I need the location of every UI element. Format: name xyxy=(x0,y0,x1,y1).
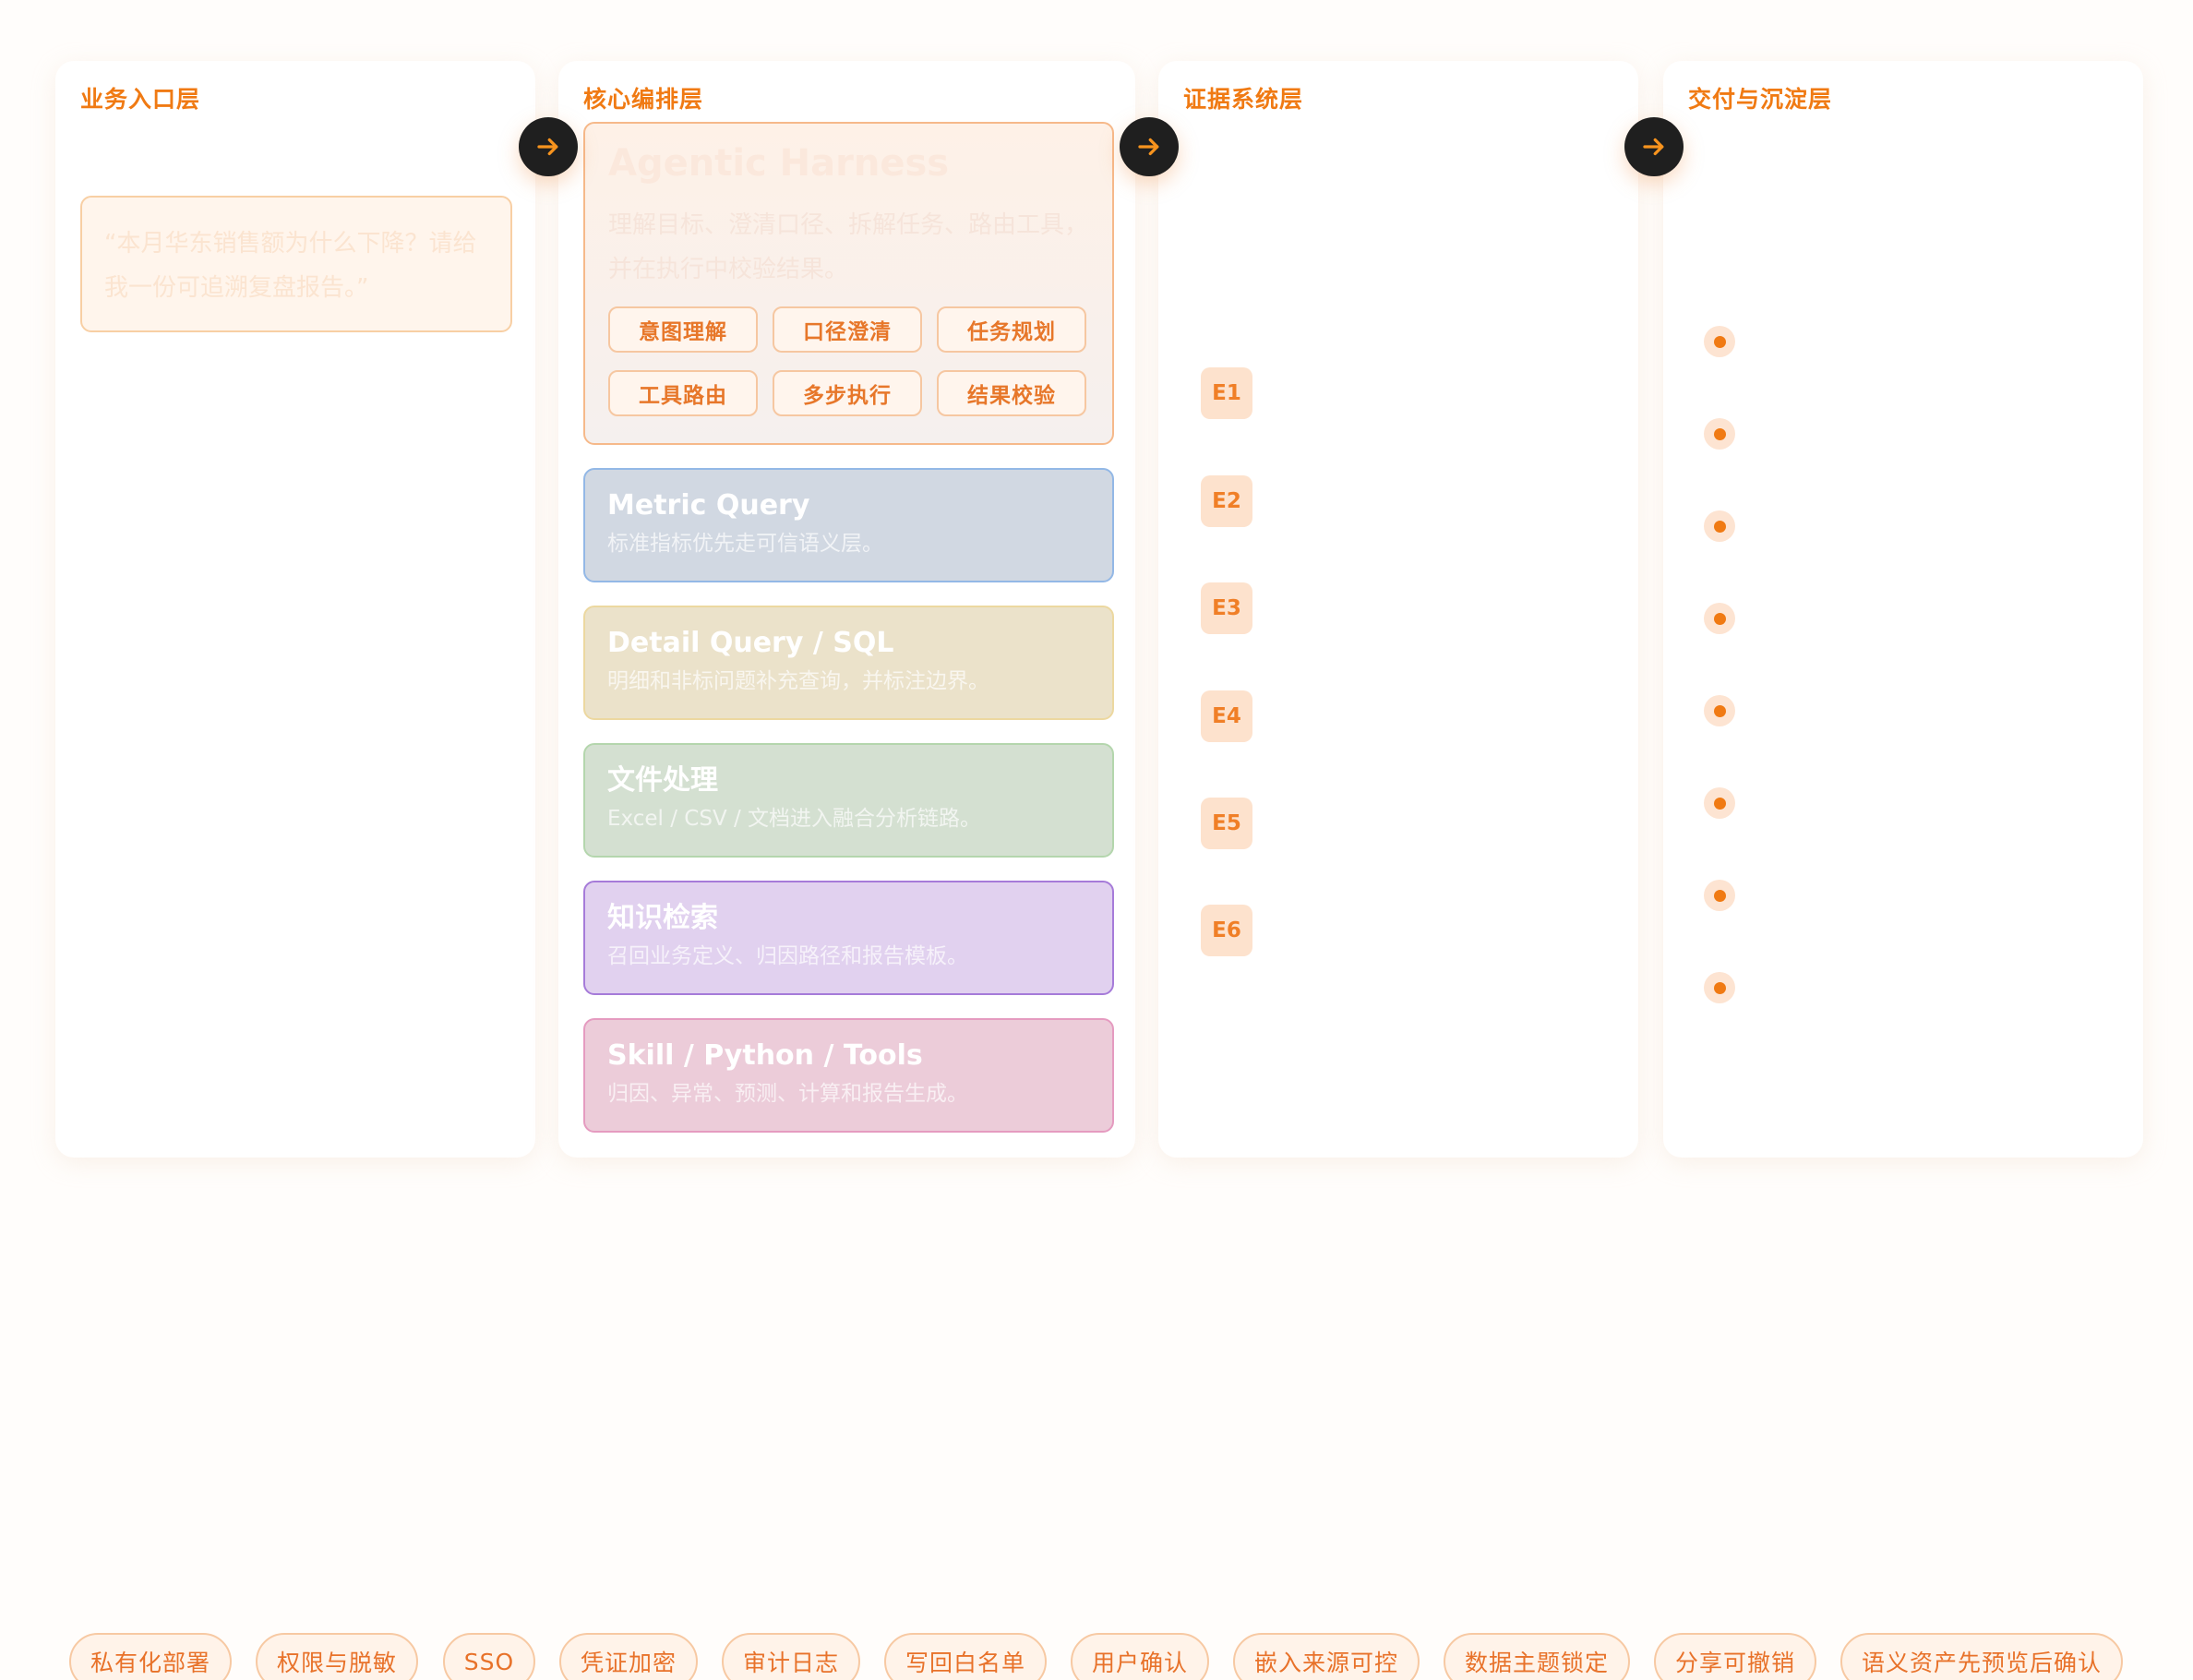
delivery-bullet-dot xyxy=(1704,510,1735,542)
module-description: 明细和非标问题补充查询，并标注边界。 xyxy=(607,669,989,693)
evidence-badge: E3 xyxy=(1201,582,1252,634)
pill-private-deploy: 私有化部署 xyxy=(69,1633,232,1680)
pill-sso: SSO xyxy=(443,1633,535,1680)
module-skill-tools: Skill / Python / Tools 归因、异常、预测、计算和报告生成。 xyxy=(583,1018,1114,1133)
entry-layer-column: 业务入口层 “本月华东销售额为什么下降？请给我一份可追溯复盘报告。” xyxy=(55,61,535,1158)
pill-user-confirm: 用户确认 xyxy=(1071,1633,1209,1680)
module-metric-query: Metric Query 标准指标优先走可信语义层。 xyxy=(583,468,1114,582)
module-description: 标准指标优先走可信语义层。 xyxy=(607,532,883,556)
delivery-bullet-dot xyxy=(1704,326,1735,357)
harness-description: 理解目标、澄清口径、拆解任务、路由工具，并在执行中校验结果。 xyxy=(608,211,1089,283)
evidence-badge: E6 xyxy=(1201,905,1252,956)
module-title: Metric Query xyxy=(607,489,810,522)
pill-writeback-whitelist: 写回白名单 xyxy=(884,1633,1047,1680)
pill-permission-masking: 权限与脱敏 xyxy=(256,1633,418,1680)
module-file-processing: 文件处理 Excel / CSV / 文档进入融合分析链路。 xyxy=(583,743,1114,858)
module-detail-query: Detail Query / SQL 明细和非标问题补充查询，并标注边界。 xyxy=(583,606,1114,720)
chip-intent: 意图理解 xyxy=(608,306,758,353)
evidence-badge: E1 xyxy=(1201,367,1252,419)
evidence-layer-title: 证据系统层 xyxy=(1183,86,1304,113)
user-query-card: “本月华东销售额为什么下降？请给我一份可追溯复盘报告。” xyxy=(80,196,512,332)
chip-verify: 结果校验 xyxy=(937,370,1086,416)
module-title: Skill / Python / Tools xyxy=(607,1039,923,1072)
evidence-badge: E4 xyxy=(1201,690,1252,742)
delivery-layer-title: 交付与沉淀层 xyxy=(1688,86,1833,113)
pill-audit-log: 审计日志 xyxy=(722,1633,860,1680)
chip-route: 工具路由 xyxy=(608,370,758,416)
arrow-right-icon xyxy=(1120,117,1179,176)
module-title: 文件处理 xyxy=(607,764,718,797)
evidence-badge: E2 xyxy=(1201,475,1252,527)
entry-layer-title: 业务入口层 xyxy=(80,86,201,113)
module-title: Detail Query / SQL xyxy=(607,627,894,659)
delivery-bullet-dot xyxy=(1704,787,1735,819)
chip-plan: 任务规划 xyxy=(937,306,1086,353)
module-description: 归因、异常、预测、计算和报告生成。 xyxy=(607,1082,968,1106)
pill-semantic-preview: 语义资产先预览后确认 xyxy=(1840,1633,2123,1680)
module-description: Excel / CSV / 文档进入融合分析链路。 xyxy=(607,807,982,831)
pill-embed-source: 嵌入来源可控 xyxy=(1233,1633,1420,1680)
evidence-layer-column: 证据系统层 E1 E2 E3 E4 E5 E6 xyxy=(1158,61,1638,1158)
pill-share-revoke: 分享可撤销 xyxy=(1654,1633,1816,1680)
arrow-right-icon xyxy=(519,117,578,176)
pill-credential-encrypt: 凭证加密 xyxy=(559,1633,698,1680)
module-title: 知识检索 xyxy=(607,902,718,934)
arrow-right-icon xyxy=(1624,117,1684,176)
agentic-harness-card: Agentic Harness 理解目标、澄清口径、拆解任务、路由工具，并在执行… xyxy=(583,122,1114,445)
chip-clarify: 口径澄清 xyxy=(773,306,922,353)
harness-title: Agentic Harness xyxy=(608,142,950,185)
evidence-badge: E5 xyxy=(1201,798,1252,849)
module-knowledge-retrieval: 知识检索 召回业务定义、归因路径和报告模板。 xyxy=(583,881,1114,995)
core-layer-title: 核心编排层 xyxy=(583,86,704,113)
delivery-bullet-dot xyxy=(1704,695,1735,726)
delivery-bullet-dot xyxy=(1704,603,1735,634)
delivery-bullet-dot xyxy=(1704,972,1735,1003)
delivery-bullet-dot xyxy=(1704,418,1735,450)
chip-execute: 多步执行 xyxy=(773,370,922,416)
pill-topic-lock: 数据主题锁定 xyxy=(1444,1633,1630,1680)
core-layer-column: 核心编排层 Agentic Harness 理解目标、澄清口径、拆解任务、路由工… xyxy=(558,61,1135,1158)
delivery-layer-column: 交付与沉淀层 xyxy=(1663,61,2143,1158)
delivery-bullet-dot xyxy=(1704,880,1735,911)
module-description: 召回业务定义、归因路径和报告模板。 xyxy=(607,944,968,968)
